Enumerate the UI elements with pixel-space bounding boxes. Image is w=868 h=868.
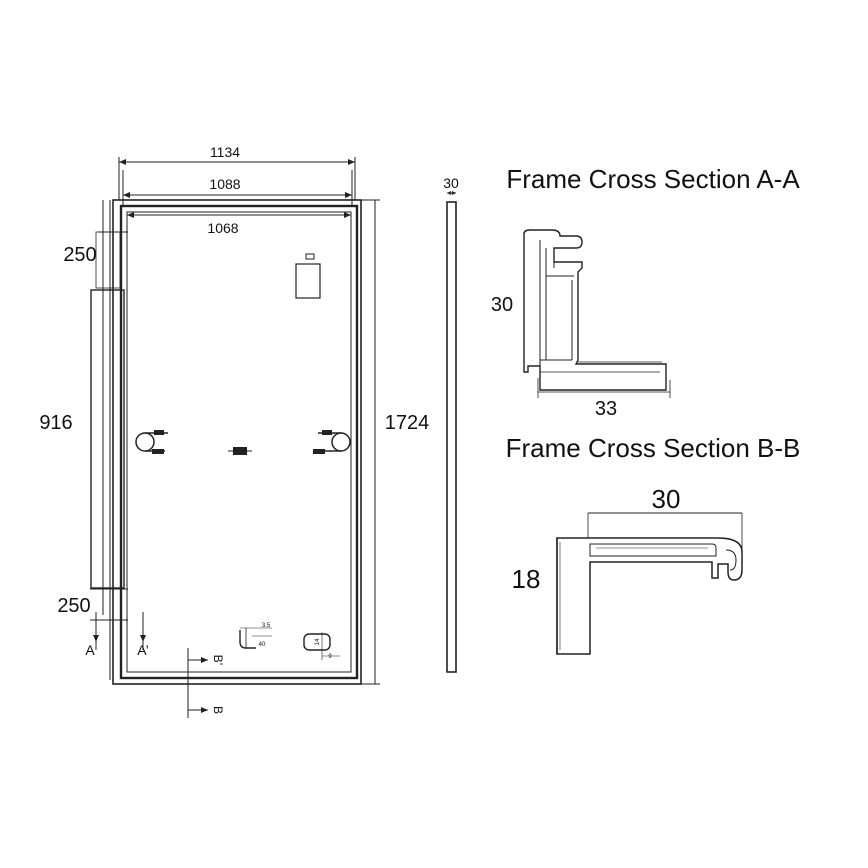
dim-label-thickness: 30 bbox=[443, 175, 459, 191]
mounting-detail-right bbox=[303, 632, 340, 660]
section-b-prime-label: B’ bbox=[211, 655, 225, 666]
section-a-label: A bbox=[85, 642, 95, 658]
dim-label-1134: 1134 bbox=[210, 144, 240, 160]
dim-label-1068: 1068 bbox=[207, 220, 238, 236]
side-profile bbox=[446, 191, 457, 673]
panel-outline bbox=[112, 199, 362, 685]
dim-width-inner bbox=[127, 212, 351, 218]
section-aa-height: 30 bbox=[491, 294, 513, 316]
dim-label-916: 916 bbox=[39, 412, 72, 434]
mounting-detail-left bbox=[239, 627, 272, 649]
dim-label-1724: 1724 bbox=[385, 412, 430, 434]
section-bb-title: Frame Cross Section B-B bbox=[506, 433, 801, 463]
left-dim-bars bbox=[90, 200, 146, 680]
section-bb-profile bbox=[556, 512, 743, 655]
small-dim-14: 14 bbox=[315, 638, 321, 645]
section-b-markers bbox=[187, 648, 208, 718]
dim-height bbox=[361, 199, 380, 685]
junction-box-center bbox=[228, 447, 252, 455]
section-a-prime-label: A’ bbox=[137, 642, 148, 658]
section-b-label: B bbox=[211, 706, 225, 714]
label-plate bbox=[295, 253, 321, 299]
small-dim-40: 40 bbox=[259, 642, 266, 648]
dim-label-bottom-250: 250 bbox=[57, 595, 90, 617]
cable-left bbox=[135, 430, 168, 454]
section-bb-width: 30 bbox=[652, 484, 681, 514]
small-dim-9: 9 bbox=[328, 654, 332, 660]
dim-label-1088: 1088 bbox=[209, 176, 240, 192]
section-aa-title: Frame Cross Section A-A bbox=[506, 164, 800, 194]
cable-right bbox=[313, 430, 351, 454]
section-aa-width: 33 bbox=[595, 398, 617, 420]
section-aa-profile bbox=[523, 229, 671, 398]
dim-width-frame bbox=[122, 170, 353, 206]
section-bb-height: 18 bbox=[512, 564, 541, 594]
small-dim-3-5: 3.5 bbox=[262, 623, 271, 629]
dim-width-outer bbox=[118, 157, 356, 200]
dim-label-top-250: 250 bbox=[63, 244, 96, 266]
